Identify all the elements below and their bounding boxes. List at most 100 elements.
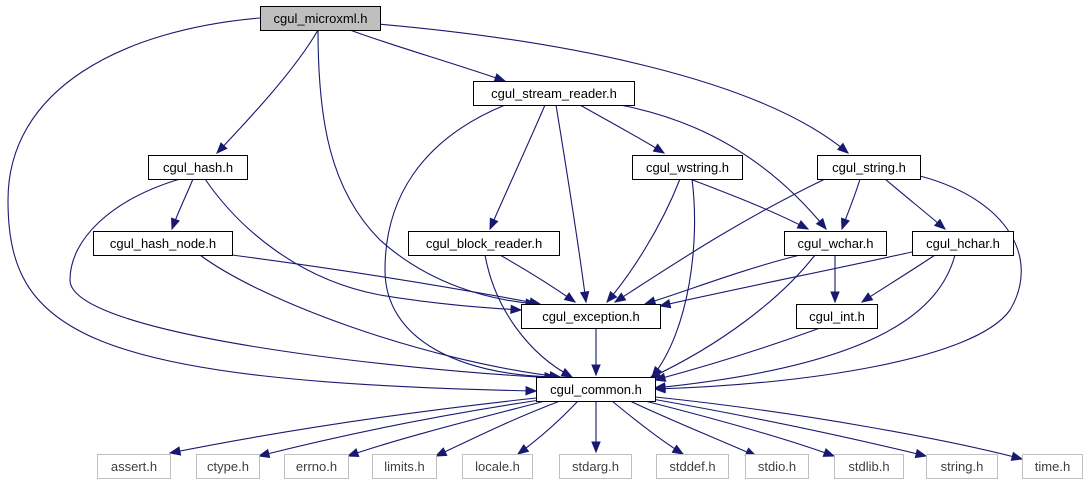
edge-line <box>499 254 576 303</box>
edge-hash-to-hash_node <box>171 178 194 231</box>
edge-arrowhead <box>591 364 601 377</box>
edge-arrowhead <box>643 296 657 306</box>
edge-line <box>651 398 927 457</box>
edge-string-to-exception <box>613 178 826 303</box>
edge-arrowhead <box>171 217 180 231</box>
node-label: stdio.h <box>758 459 796 474</box>
edge-line <box>606 178 681 303</box>
node-box <box>745 454 809 479</box>
edge-line <box>69 178 556 379</box>
edge-line <box>489 104 546 230</box>
node-box <box>97 454 171 479</box>
edge-hash_node-to-common <box>199 254 562 381</box>
node-block-reader[interactable]: cgul_block_reader.h <box>408 231 560 256</box>
edge-hash-to-common <box>69 178 557 383</box>
node-exception[interactable]: cgul_exception.h <box>521 304 661 329</box>
edge-line <box>861 254 936 303</box>
edge-common-to-stdarg <box>591 401 601 454</box>
edge-line <box>377 23 849 154</box>
node-common[interactable]: cgul_common.h <box>536 377 656 402</box>
node-int[interactable]: cgul_int.h <box>796 304 878 329</box>
node-locale[interactable]: locale.h <box>462 454 533 479</box>
node-wstring[interactable]: cgul_wstring.h <box>632 155 743 180</box>
node-limits[interactable]: limits.h <box>372 454 437 479</box>
edge-arrowhead <box>841 217 850 231</box>
edge-microxml-to-common <box>7 17 538 396</box>
edge-line <box>555 104 587 303</box>
node-box <box>408 231 560 256</box>
edge-arrowhead <box>652 143 666 154</box>
edge-line <box>169 397 537 454</box>
edge-int-to-common <box>653 327 821 382</box>
node-label: cgul_common.h <box>550 382 642 397</box>
node-label: cgul_block_reader.h <box>426 236 542 251</box>
edge-microxml-to-exception <box>317 29 538 308</box>
edge-exception-to-common <box>591 328 601 377</box>
edge-arrowhead <box>168 446 182 456</box>
edge-string-to-common <box>653 175 1022 394</box>
node-label: stdlib.h <box>848 459 889 474</box>
edge-arrowhead <box>653 372 667 382</box>
node-time[interactable]: time.h <box>1022 454 1083 479</box>
edge-line <box>619 104 827 230</box>
edge-arrowhead <box>860 292 874 303</box>
node-box <box>912 231 1014 256</box>
edges-layer <box>7 17 1024 461</box>
node-wchar[interactable]: cgul_wchar.h <box>784 231 887 256</box>
node-stdlib[interactable]: stdlib.h <box>834 454 904 479</box>
node-label: locale.h <box>475 459 520 474</box>
edge-arrowhead <box>346 448 360 458</box>
node-box <box>632 155 743 180</box>
node-assert[interactable]: assert.h <box>97 454 171 479</box>
edge-line <box>484 254 573 378</box>
node-stdarg[interactable]: stdarg.h <box>559 454 632 479</box>
edge-line <box>258 399 541 457</box>
node-label: stddef.h <box>669 459 715 474</box>
node-errno[interactable]: errno.h <box>284 454 349 479</box>
edge-line <box>649 254 816 379</box>
edge-arrowhead <box>606 290 618 304</box>
node-label: cgul_hash_node.h <box>110 236 216 251</box>
edge-arrowhead <box>796 219 810 230</box>
node-stdio[interactable]: stdio.h <box>745 454 809 479</box>
node-label: cgul_wchar.h <box>798 236 874 251</box>
edge-arrowhead <box>510 304 523 315</box>
edge-arrowhead <box>434 447 448 457</box>
node-string-sys[interactable]: string.h <box>926 454 998 479</box>
edge-line <box>216 29 319 154</box>
edge-arrowhead <box>579 290 590 304</box>
edge-arrowhead <box>613 292 627 303</box>
node-stream-reader[interactable]: cgul_stream_reader.h <box>473 81 635 106</box>
edge-block_reader-to-exception <box>499 254 577 303</box>
edge-hchar-to-exception <box>658 251 913 309</box>
edge-wstring-to-exception <box>606 178 681 304</box>
node-microxml[interactable]: cgul_microxml.h <box>260 6 381 31</box>
edge-line <box>517 400 579 455</box>
edge-line <box>689 178 809 230</box>
node-label: cgul_exception.h <box>542 309 640 324</box>
node-label: cgul_microxml.h <box>274 11 368 26</box>
edge-line <box>435 400 561 457</box>
node-ctype[interactable]: ctype.h <box>196 454 260 479</box>
node-string[interactable]: cgul_string.h <box>817 155 921 180</box>
edge-line <box>654 396 1023 460</box>
node-label: cgul_wstring.h <box>646 160 729 175</box>
edge-common-to-locale <box>516 400 579 455</box>
node-stddef[interactable]: stddef.h <box>656 454 729 479</box>
edge-arrowhead <box>836 142 850 154</box>
node-box <box>656 454 729 479</box>
edge-line <box>644 254 801 305</box>
edge-stream_reader-to-wstring <box>579 104 666 154</box>
edge-common-to-string_sys <box>651 398 928 459</box>
edge-line <box>317 29 537 305</box>
edge-line <box>347 400 546 457</box>
node-hchar[interactable]: cgul_hchar.h <box>912 231 1014 256</box>
edge-arrowhead <box>830 291 840 304</box>
node-box <box>536 377 656 402</box>
edge-stream_reader-to-wchar <box>619 104 827 231</box>
node-hash[interactable]: cgul_hash.h <box>148 155 248 180</box>
edge-arrowhead <box>815 217 827 231</box>
node-hash-node[interactable]: cgul_hash_node.h <box>93 231 233 256</box>
edge-common-to-stdlib <box>644 400 836 457</box>
edge-line <box>884 178 946 230</box>
